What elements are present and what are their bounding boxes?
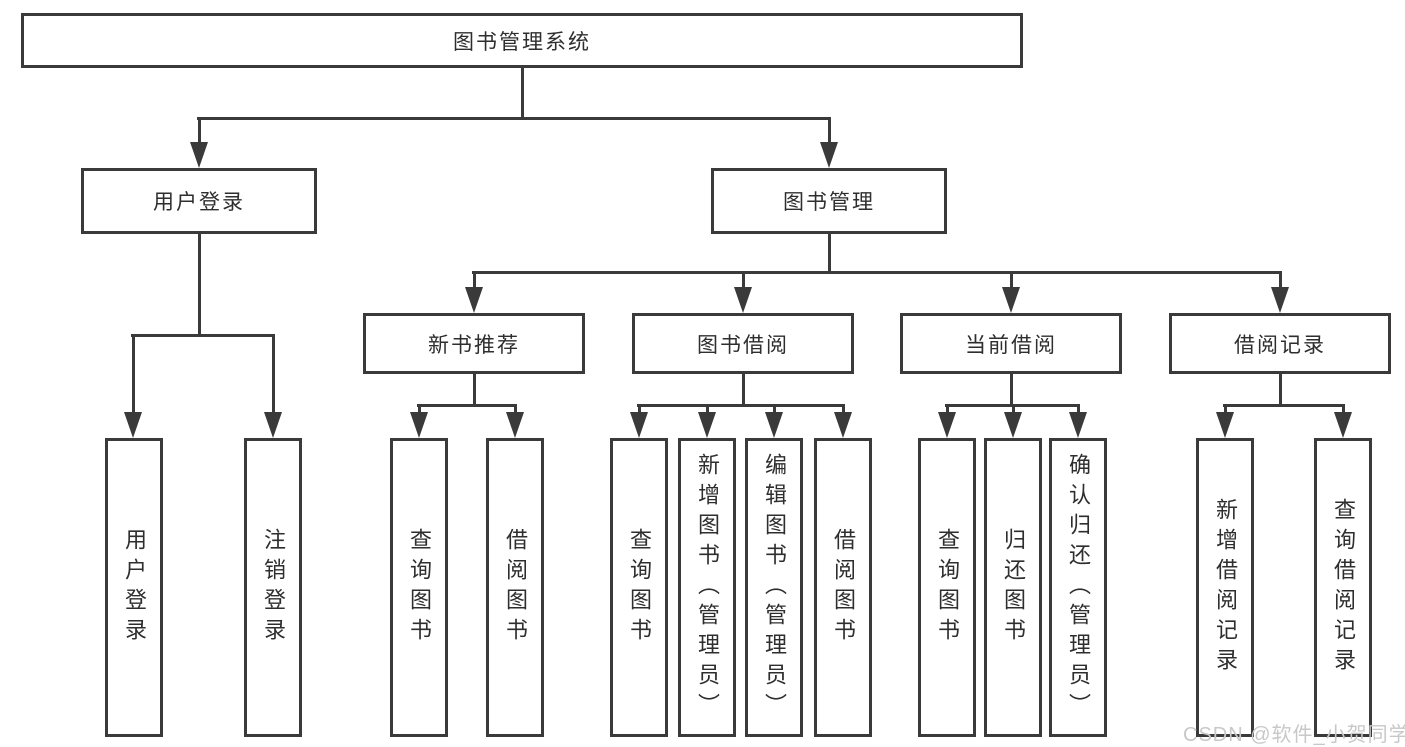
arrow-down-icon [1002, 287, 1020, 313]
leaf-borrow-book-newbooks: 借阅图书 [486, 438, 544, 737]
connector-line [472, 272, 476, 291]
connector-line [741, 374, 745, 407]
leaf-return-book: 归还图书 [984, 438, 1042, 737]
arrow-down-icon [1216, 412, 1234, 438]
arrow-down-icon [506, 412, 524, 438]
leaf-query-books-newbooks: 查询图书 [390, 438, 448, 737]
connector-line [1278, 272, 1282, 291]
node-label: 查询图书 [935, 527, 960, 648]
node-label: 新增借阅记录 [1213, 497, 1238, 678]
node-library-management-system: 图书管理系统 [21, 13, 1023, 68]
connector-line [1223, 403, 1345, 407]
connector-line [197, 234, 201, 337]
arrow-down-icon [765, 412, 783, 438]
leaf-query-borrow-record: 查询借阅记录 [1314, 438, 1372, 737]
connector-line [841, 405, 845, 416]
node-label: 图书管理系统 [453, 30, 591, 54]
connector-line [945, 405, 949, 416]
connector-line [1341, 405, 1345, 416]
connector-line [772, 405, 776, 416]
arrow-down-icon [938, 412, 956, 438]
arrow-down-icon [465, 287, 483, 313]
node-label: 确认归还（管理员） [1066, 452, 1091, 723]
node-label: 查询借阅记录 [1331, 497, 1356, 678]
arrow-down-icon [264, 412, 282, 438]
node-label: 用户登录 [153, 191, 245, 214]
node-label: 查询图书 [407, 527, 432, 648]
connector-line [1009, 272, 1013, 291]
node-book-borrowing: 图书借阅 [632, 313, 854, 374]
node-label: 图书借阅 [697, 333, 789, 357]
connector-line [1278, 374, 1282, 407]
node-book-management: 图书管理 [711, 168, 947, 234]
arrow-down-icon [630, 412, 648, 438]
connector-line [131, 335, 135, 416]
arrow-down-icon [410, 412, 428, 438]
connector-line [197, 118, 201, 146]
arrow-down-icon [734, 287, 752, 313]
node-label: 借阅图书 [503, 527, 528, 648]
arrow-down-icon [834, 412, 852, 438]
connector-line [131, 333, 275, 337]
connector-line [472, 374, 476, 407]
leaf-edit-book-admin: 编辑图书（管理员） [745, 438, 803, 737]
connector-line [1076, 405, 1080, 416]
connector-line [417, 405, 421, 416]
leaf-query-books-current: 查询图书 [918, 438, 976, 737]
node-label: 借阅图书 [831, 527, 856, 648]
connector-line [637, 405, 641, 416]
node-label: 新书推荐 [428, 333, 520, 357]
leaf-confirm-return-admin: 确认归还（管理员） [1049, 438, 1107, 737]
connector-line [197, 116, 831, 120]
connector-line [827, 118, 831, 146]
arrow-down-icon [698, 412, 716, 438]
node-label: 归还图书 [1001, 527, 1026, 648]
connector-line [1009, 374, 1013, 407]
connector-line [472, 270, 1282, 274]
node-label: 用户登录 [122, 527, 147, 648]
connector-line [1011, 405, 1015, 416]
node-label: 图书管理 [783, 191, 875, 214]
node-label: 查询图书 [627, 527, 652, 648]
node-label: 当前借阅 [965, 333, 1057, 357]
arrow-down-icon [1334, 412, 1352, 438]
connector-line [520, 68, 524, 120]
node-label: 新增图书（管理员） [695, 452, 720, 723]
csdn-watermark: CSDN @软件_小贺同学 [1183, 724, 1405, 746]
connector-line [417, 403, 517, 407]
leaf-add-book-admin: 新增图书（管理员） [678, 438, 736, 737]
leaf-query-books-borrow: 查询图书 [610, 438, 668, 737]
leaf-user-login: 用户登录 [105, 438, 163, 737]
node-label: 编辑图书（管理员） [762, 452, 787, 723]
connector-line [705, 405, 709, 416]
connector-line [1223, 405, 1227, 416]
leaf-borrow-book: 借阅图书 [814, 438, 872, 737]
arrow-down-icon [1069, 412, 1087, 438]
node-label: 借阅记录 [1234, 333, 1326, 357]
arrow-down-icon [1271, 287, 1289, 313]
node-new-book-recommendation: 新书推荐 [363, 313, 585, 374]
connector-line [637, 403, 845, 407]
arrow-down-icon [820, 142, 838, 168]
leaf-logout: 注销登录 [244, 438, 302, 737]
node-label: 注销登录 [261, 527, 286, 648]
connector-line [741, 272, 745, 291]
arrow-down-icon [190, 142, 208, 168]
leaf-add-borrow-record: 新增借阅记录 [1196, 438, 1254, 737]
connector-line [271, 335, 275, 416]
arrow-down-icon [1004, 412, 1022, 438]
connector-line [827, 234, 831, 274]
arrow-down-icon [124, 412, 142, 438]
node-current-borrowing: 当前借阅 [900, 313, 1122, 374]
node-borrow-records: 借阅记录 [1169, 313, 1391, 374]
connector-line [513, 405, 517, 416]
node-user-login: 用户登录 [81, 168, 317, 234]
